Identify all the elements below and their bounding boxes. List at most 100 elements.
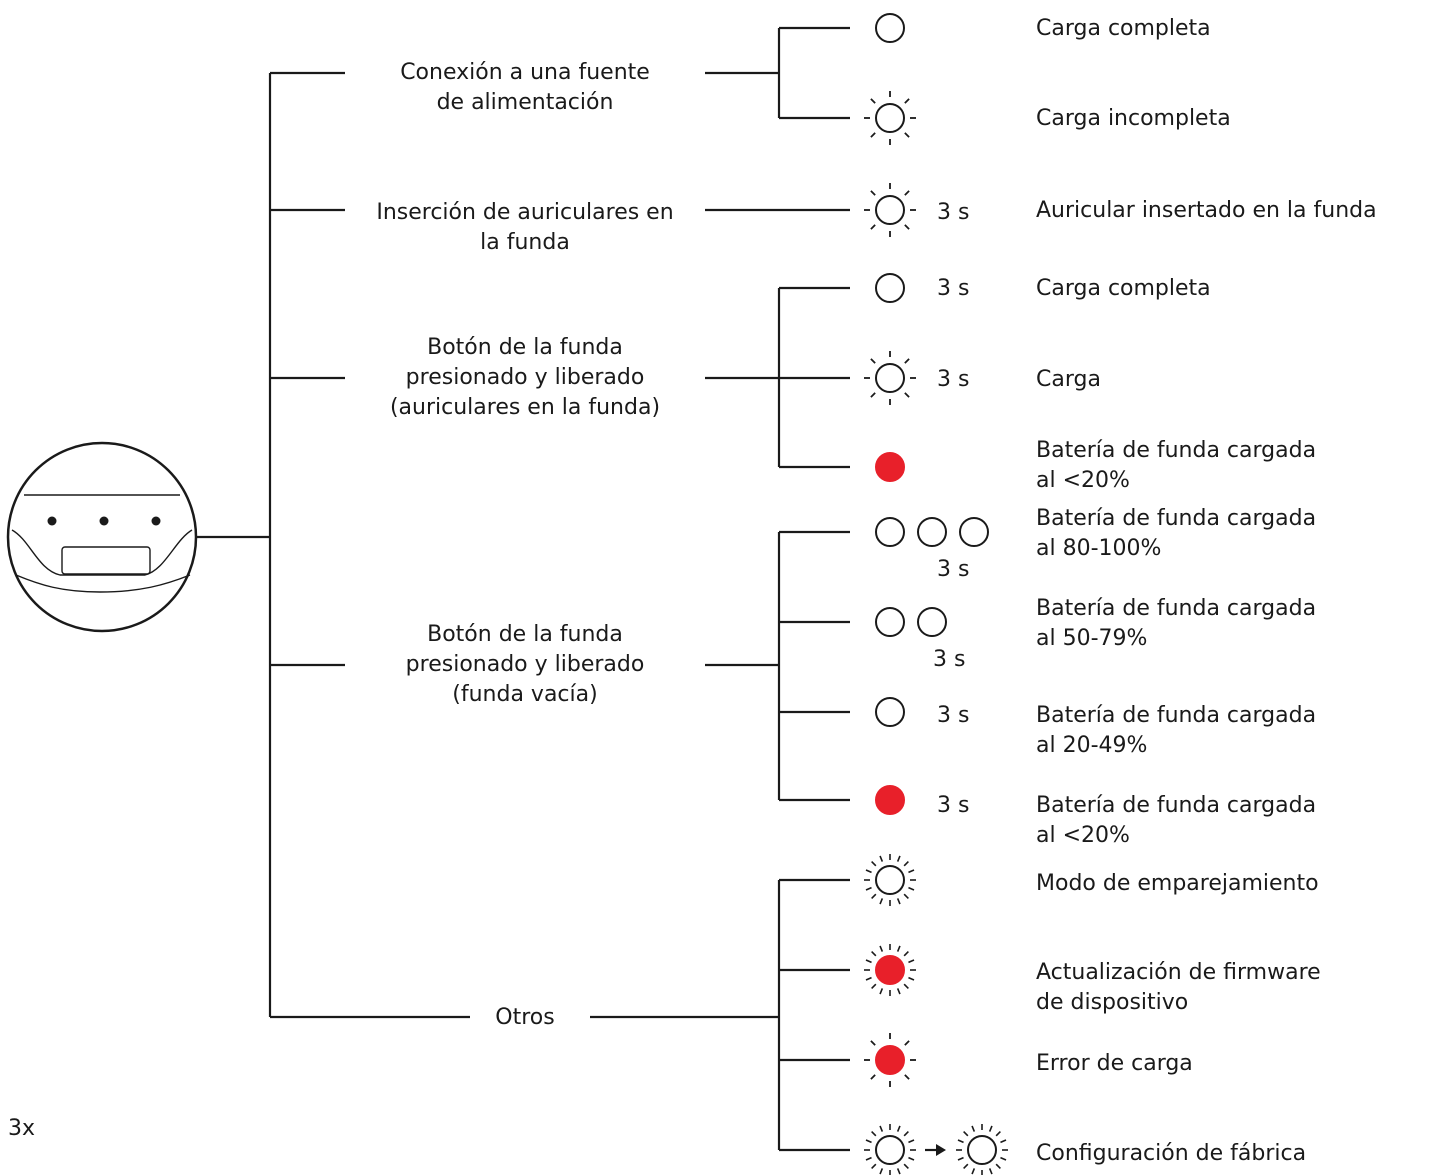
ray bbox=[904, 224, 910, 230]
ray bbox=[908, 1139, 915, 1144]
device-outline bbox=[6, 441, 198, 633]
ray bbox=[971, 1168, 976, 1175]
duration-label: 3 s bbox=[937, 557, 970, 582]
ray bbox=[865, 869, 872, 874]
ray bbox=[871, 951, 877, 957]
ray bbox=[904, 98, 910, 104]
status-description: Actualización de firmware de dispositivo bbox=[1036, 960, 1321, 1015]
fast-blink-rays-icon bbox=[864, 944, 916, 996]
duration-label: 3 s bbox=[933, 647, 966, 672]
duration-label: 3 s bbox=[937, 200, 970, 225]
led-white-icon bbox=[875, 1135, 905, 1165]
ray bbox=[971, 1125, 976, 1132]
category-label-button-empty: Botón de la funda presionado y liberado … bbox=[405, 622, 645, 707]
ray bbox=[865, 1139, 872, 1144]
led-white-icon bbox=[875, 697, 905, 727]
status-description: Carga completa bbox=[1036, 276, 1211, 301]
ray bbox=[879, 945, 884, 952]
device-led-dot bbox=[151, 516, 161, 526]
device-led-dot bbox=[99, 516, 109, 526]
status-description: Batería de funda cargada al <20% bbox=[1036, 438, 1317, 493]
ray bbox=[903, 861, 909, 867]
ray bbox=[903, 1163, 909, 1169]
ray bbox=[903, 983, 909, 989]
device-icon bbox=[6, 441, 198, 633]
duration-label: 3 s bbox=[937, 703, 970, 728]
duration-label: 3 s bbox=[937, 276, 970, 301]
led-white-icon bbox=[875, 195, 905, 225]
status-description: Batería de funda cargada al 20-49% bbox=[1036, 703, 1317, 758]
ray bbox=[871, 1163, 877, 1169]
led-white-icon bbox=[875, 865, 905, 895]
ray bbox=[903, 951, 909, 957]
ray bbox=[904, 1040, 910, 1046]
ray bbox=[879, 898, 884, 905]
ray bbox=[908, 976, 915, 981]
led-white-icon bbox=[967, 1135, 997, 1165]
ray bbox=[957, 1156, 964, 1161]
ray bbox=[988, 1125, 993, 1132]
device-base-curve bbox=[15, 574, 191, 593]
category-label-insertion: Inserción de auriculares en la funda bbox=[376, 200, 674, 255]
led-white-icon bbox=[917, 517, 947, 547]
ray bbox=[870, 190, 876, 196]
status-description: Auricular insertado en la funda bbox=[1036, 198, 1377, 223]
ray bbox=[896, 898, 901, 905]
device-body-curve bbox=[11, 529, 193, 576]
status-description: Batería de funda cargada al 50-79% bbox=[1036, 596, 1317, 651]
led-white-icon bbox=[917, 607, 947, 637]
ray bbox=[908, 886, 915, 891]
ray bbox=[896, 855, 901, 862]
fast-blink-rays-icon bbox=[956, 1124, 1008, 1175]
ray bbox=[879, 988, 884, 995]
ray bbox=[865, 976, 872, 981]
multiplier-label: 3x bbox=[8, 1116, 36, 1141]
ray bbox=[870, 132, 876, 138]
duration-label: 3 s bbox=[937, 793, 970, 818]
ray bbox=[870, 224, 876, 230]
ray bbox=[879, 1168, 884, 1175]
status-description: Batería de funda cargada al 80-100% bbox=[1036, 506, 1317, 561]
ray bbox=[896, 945, 901, 952]
ray bbox=[871, 893, 877, 899]
ray bbox=[904, 1074, 910, 1080]
led-white-icon bbox=[875, 273, 905, 303]
ray bbox=[995, 1131, 1001, 1137]
led-white-icon bbox=[875, 363, 905, 393]
status-description: Carga bbox=[1036, 367, 1101, 392]
ray bbox=[896, 1125, 901, 1132]
ray bbox=[879, 1125, 884, 1132]
led-white-icon bbox=[875, 103, 905, 133]
led-white-icon bbox=[875, 607, 905, 637]
status-description: Batería de funda cargada al <20% bbox=[1036, 793, 1317, 848]
ray bbox=[995, 1163, 1001, 1169]
led-red-icon bbox=[875, 785, 905, 815]
status-description: Error de carga bbox=[1036, 1051, 1193, 1076]
ray bbox=[957, 1139, 964, 1144]
ray bbox=[871, 983, 877, 989]
ray bbox=[871, 1131, 877, 1137]
duration-label: 3 s bbox=[937, 367, 970, 392]
ray bbox=[908, 869, 915, 874]
ray bbox=[896, 988, 901, 995]
ray bbox=[1000, 1156, 1007, 1161]
led-white-icon bbox=[959, 517, 989, 547]
pulse-rays-icon bbox=[864, 351, 916, 405]
led-red-icon bbox=[875, 955, 905, 985]
ray bbox=[908, 1156, 915, 1161]
led-white-icon bbox=[875, 13, 905, 43]
ray bbox=[879, 855, 884, 862]
ray bbox=[904, 358, 910, 364]
ray bbox=[870, 1074, 876, 1080]
ray bbox=[870, 1040, 876, 1046]
category-label-button-with-earbuds: Botón de la funda presionado y liberado … bbox=[389, 335, 661, 420]
arrow-right-icon bbox=[936, 1144, 946, 1156]
ray bbox=[870, 98, 876, 104]
led-white-icon bbox=[875, 517, 905, 547]
pulse-rays-icon bbox=[864, 91, 916, 145]
category-label-power: Conexión a una fuente de alimentación bbox=[400, 60, 650, 115]
ray bbox=[870, 392, 876, 398]
ray bbox=[904, 190, 910, 196]
status-description: Carga incompleta bbox=[1036, 106, 1231, 131]
